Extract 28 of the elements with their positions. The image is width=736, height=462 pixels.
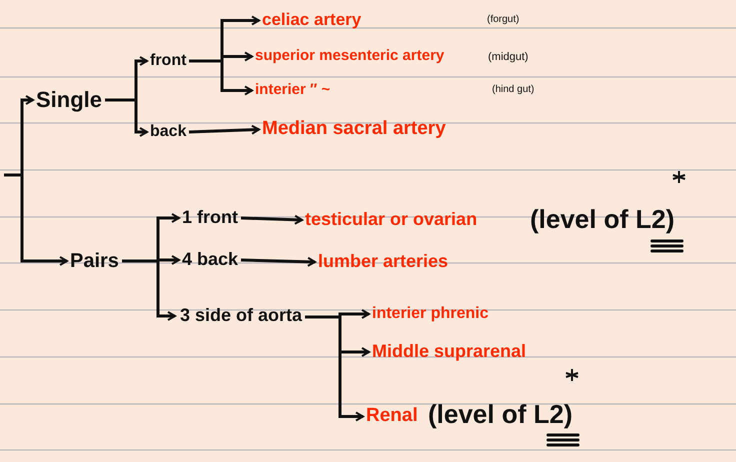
branch-label: 4 back <box>182 250 238 270</box>
artery-label: Renal <box>366 406 418 427</box>
artery-label: lumber arteries <box>318 252 448 272</box>
arrow <box>240 256 316 267</box>
artery-label: Median sacral artery <box>262 119 446 140</box>
region-note: (midgut) <box>488 51 528 63</box>
arrow <box>122 260 176 321</box>
region-note: (forgut) <box>487 14 520 25</box>
artery-label: interier ″ ~ <box>255 82 330 98</box>
branch-label: 3 side of aorta <box>178 306 302 326</box>
arrow <box>4 174 68 266</box>
artery-label: celiac artery <box>262 11 362 30</box>
branch-label: back <box>150 123 186 141</box>
branch-label: front <box>150 52 186 70</box>
level-note: (level of L2) <box>530 204 674 235</box>
artery-label: superior mesenteric artery <box>255 48 444 64</box>
arrow <box>240 214 303 225</box>
arrow <box>189 60 253 96</box>
artery-label: testicular or ovarian <box>305 210 478 230</box>
region-note: (hind gut) <box>492 84 534 95</box>
level-note: (level of L2) <box>428 399 572 430</box>
artery-label: interier phrenic <box>372 305 488 323</box>
branch-label: Single <box>36 88 102 112</box>
arrow <box>105 98 148 137</box>
branch-label: Pairs <box>70 250 119 272</box>
arrow <box>188 124 260 135</box>
branch-label: 1 front <box>182 208 238 228</box>
artery-label: Middle suprarenal <box>372 342 526 362</box>
